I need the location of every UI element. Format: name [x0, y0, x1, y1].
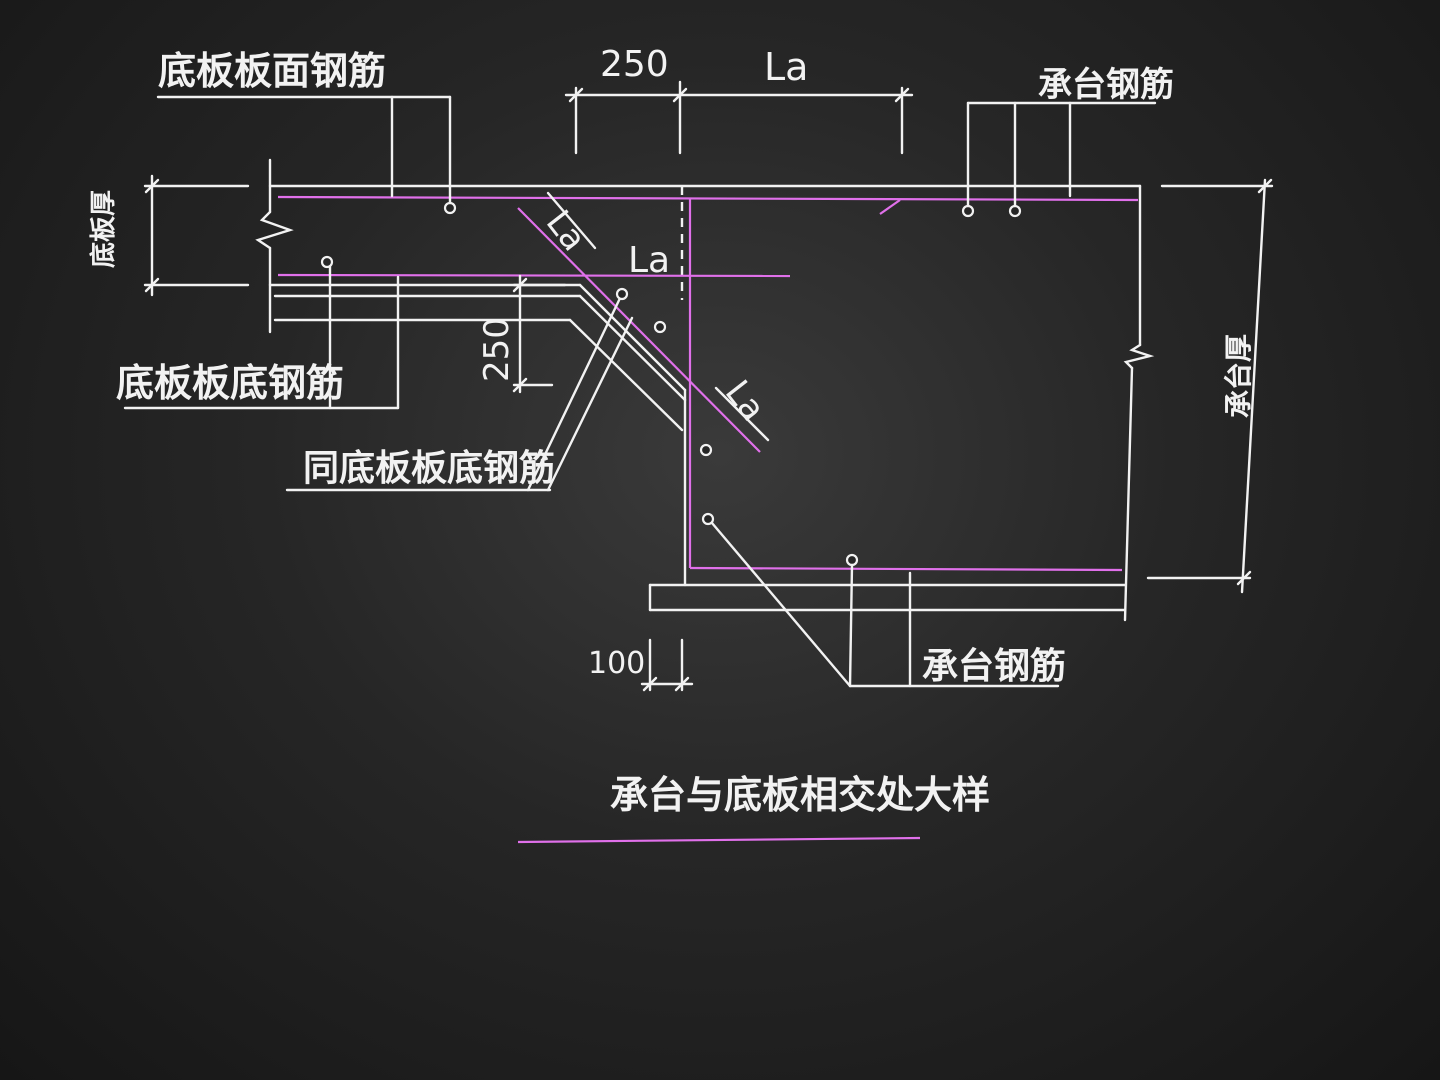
rebar-dot: [701, 512, 715, 526]
cap-rebar-bottom-label: 承台钢筋: [922, 646, 1066, 687]
same-as-slab-bottom-label: 同底板板底钢筋: [303, 448, 555, 489]
text-labels: 底板板面钢筋 承台钢筋 底板板底钢筋 同底板板底钢筋 承台钢筋 底板厚 承台厚 …: [88, 49, 1255, 817]
rebar-dot: [1008, 204, 1022, 218]
dim-250-top: 250: [600, 44, 669, 85]
rebar-dots: [320, 201, 1022, 567]
cap-rebar-top-label: 承台钢筋: [1038, 65, 1174, 105]
leaders: [123, 95, 1157, 688]
dim-la-top: La: [764, 45, 808, 89]
rebars: [277, 195, 1139, 572]
rebar-dot: [653, 320, 667, 334]
rebar-dot: [699, 443, 713, 457]
cap-thickness-label: 承台厚: [1222, 334, 1255, 418]
slab-bottom-lines: [273, 292, 687, 492]
dim-100-bottom: 100: [588, 646, 645, 681]
dim-la-horizontal: La: [628, 240, 670, 281]
title-underline: [517, 836, 921, 844]
dim-250-vertical: 250: [477, 317, 517, 382]
slab-top-rebar-label: 底板板面钢筋: [158, 49, 386, 93]
slab-thickness-label: 底板厚: [88, 190, 119, 268]
rebar-dot: [961, 204, 975, 218]
dim-la-diag-lower: La: [717, 373, 773, 429]
concrete-outline: [255, 158, 1155, 622]
slab-bottom-rebar-label: 底板板底钢筋: [116, 361, 344, 405]
rebar-dot: [443, 201, 457, 215]
dimension-lines: [143, 80, 1274, 692]
rebar-dot: [845, 553, 859, 567]
rebar-dot: [615, 287, 629, 301]
drawing-title: 承台与底板相交处大样: [610, 773, 990, 817]
dim-la-diag-upper: La: [538, 203, 594, 259]
rebar-dot: [320, 255, 334, 269]
